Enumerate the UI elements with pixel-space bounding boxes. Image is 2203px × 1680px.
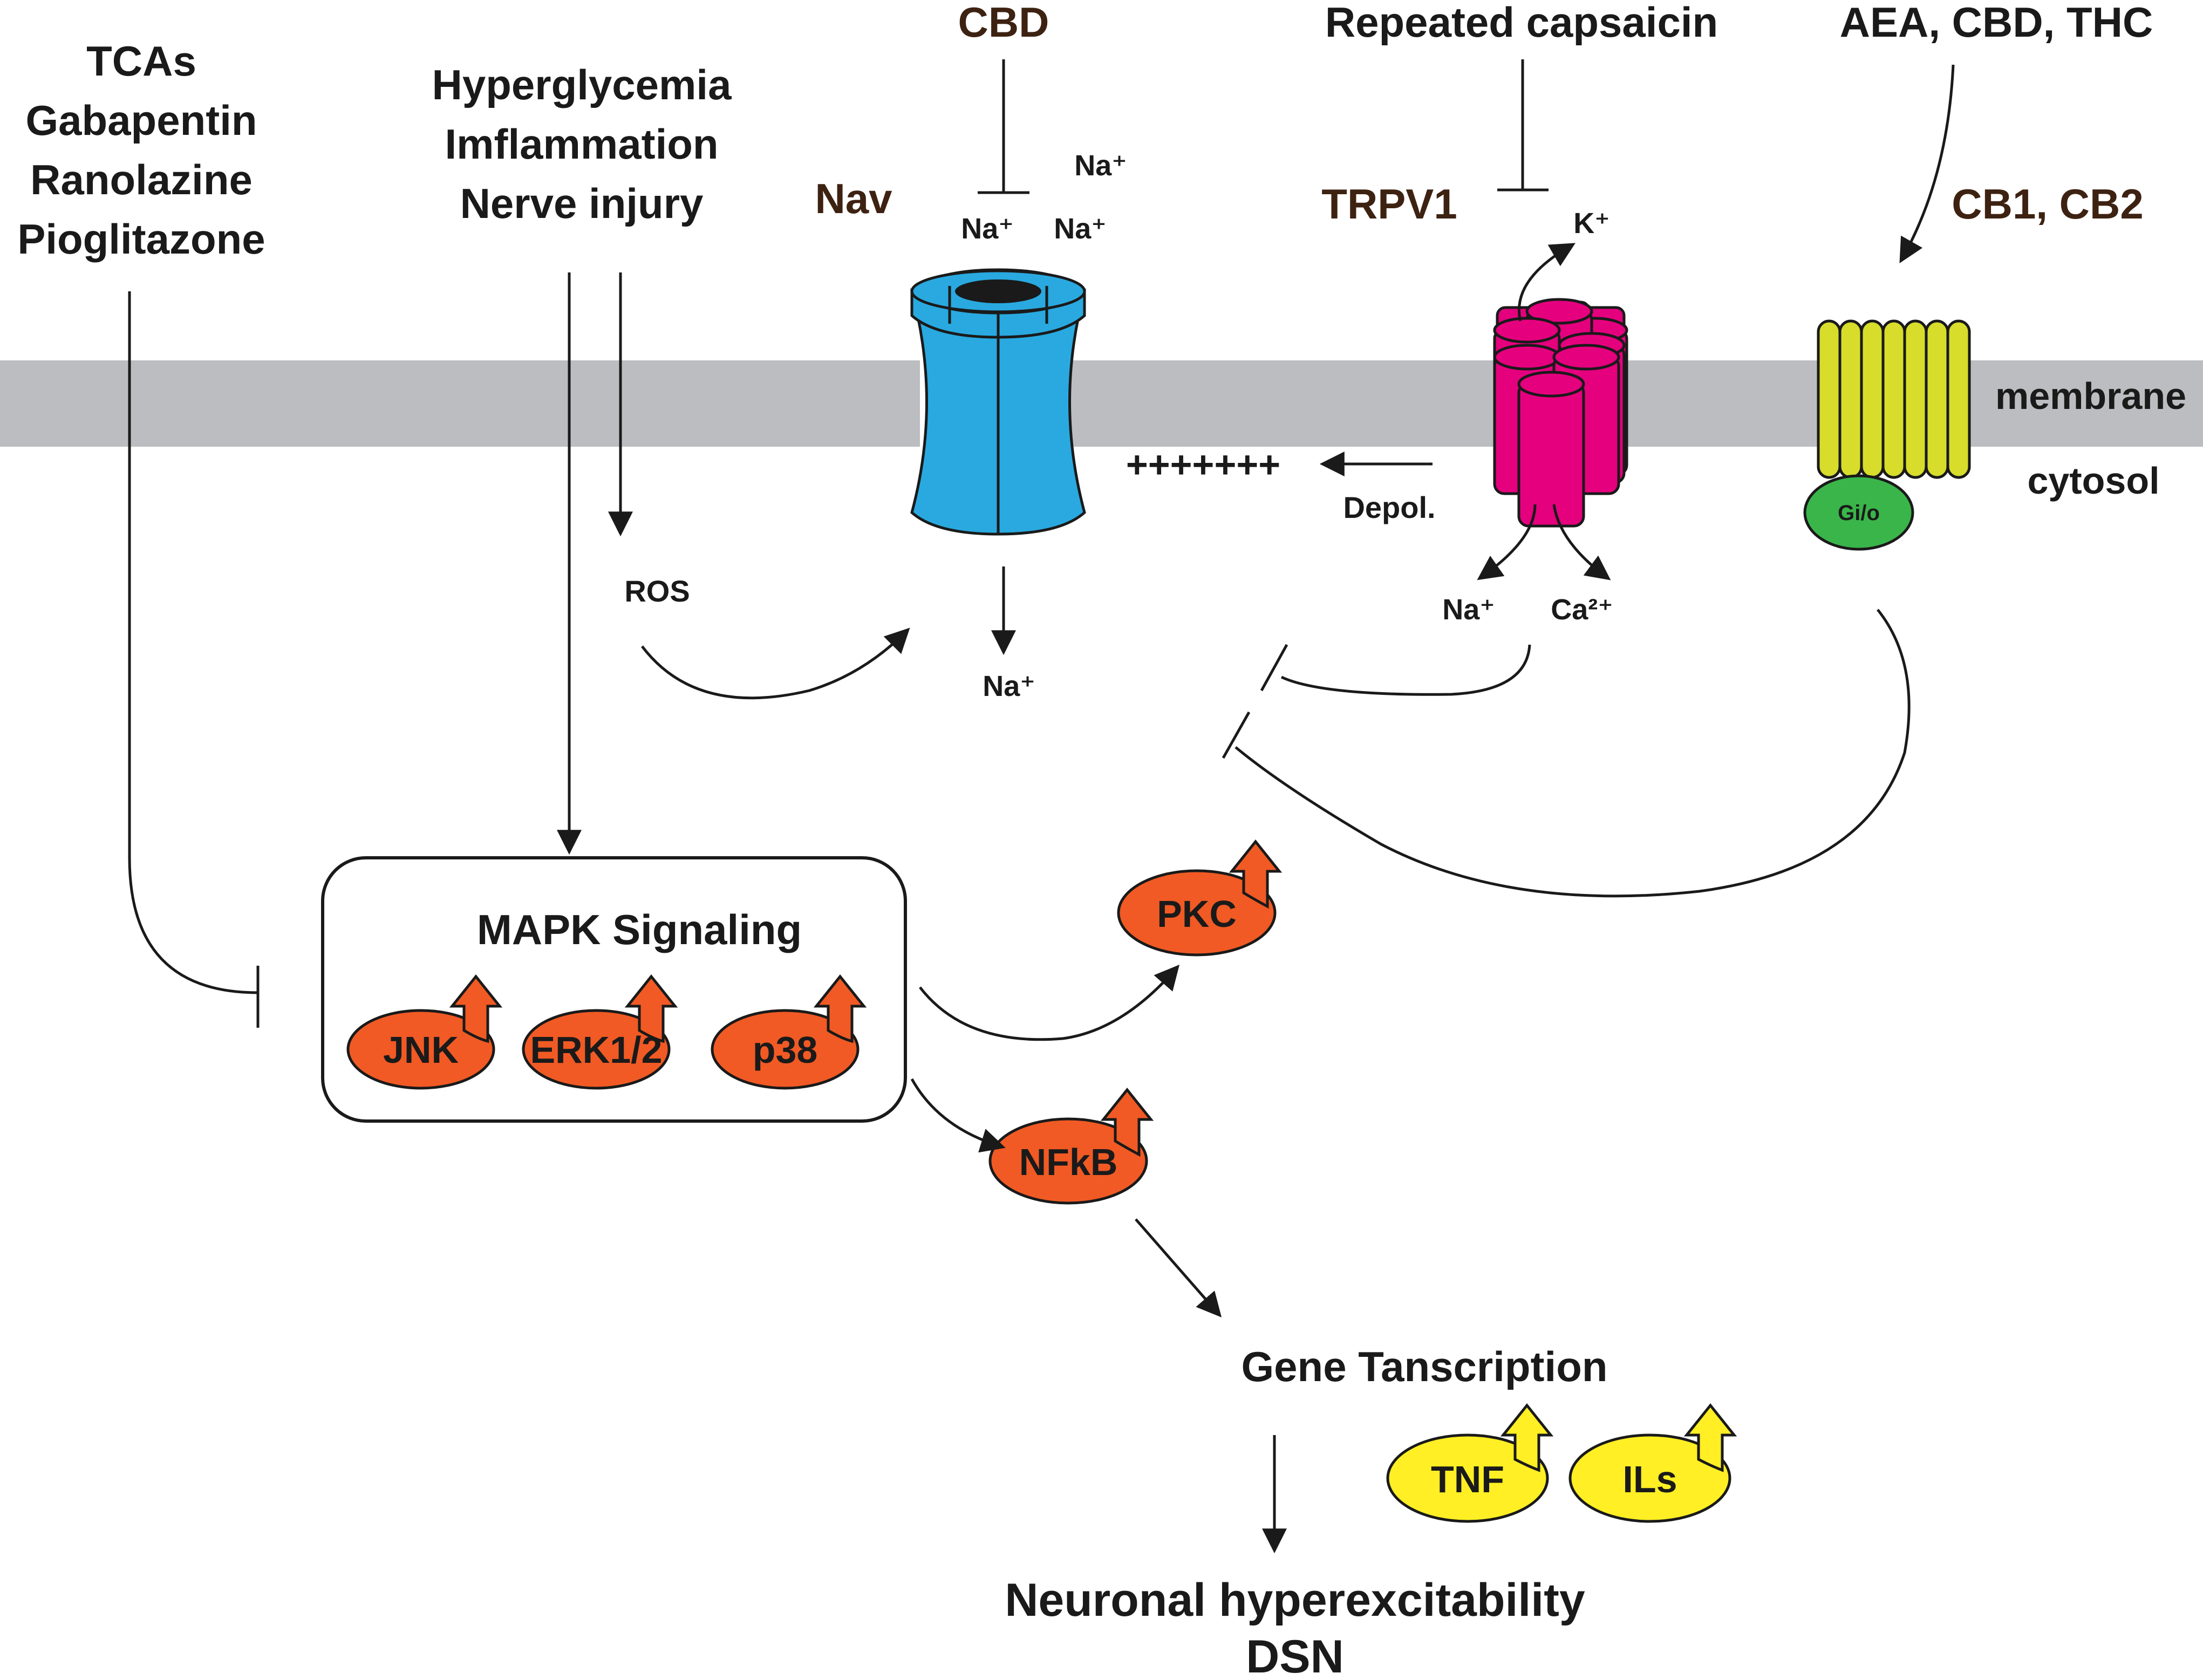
mapk-title: MAPK Signaling [477, 906, 802, 953]
cb-inhibition-curve [1235, 609, 1911, 898]
up-arrow-icon [813, 974, 867, 1043]
cb-receptor [1817, 319, 1971, 479]
p38-node: p38 [711, 1009, 860, 1090]
ion-na-top: Na⁺ [1074, 149, 1127, 182]
cbd-label: CBD [958, 0, 1049, 46]
ros-label: ROS [624, 574, 690, 608]
svg-text:PKC: PKC [1157, 893, 1237, 935]
svg-text:ILs: ILs [1622, 1458, 1677, 1500]
up-arrow-icon [1229, 839, 1283, 909]
stressor-hyperglycemia: Hyperglycemia [432, 61, 732, 108]
k-efflux-arrow [1518, 243, 1575, 322]
ligands-label: AEA, CBD, THC [1840, 0, 2153, 46]
stressor-nerve-injury: Nerve injury [460, 180, 704, 227]
membrane-label: membrane [1995, 375, 2186, 417]
gene-transcription-label: Gene Tanscription [1242, 1343, 1608, 1390]
mapk-to-pkc-arrow [919, 965, 1180, 1041]
ion-na-left: Na⁺ [961, 213, 1014, 245]
trpv1-channel [1493, 298, 1628, 528]
nfkb-to-transcription-arrow [1135, 1218, 1222, 1317]
ca-influx-trpv1-arrow [1552, 504, 1611, 581]
ion-na-trpv1: Na⁺ [1442, 593, 1495, 626]
up-arrow-icon [449, 974, 503, 1043]
ion-na-inside: Na⁺ [983, 670, 1035, 702]
repeated-capsaicin-label: Repeated capsaicin [1325, 0, 1718, 46]
svg-text:TNF: TNF [1431, 1458, 1504, 1500]
up-arrow-icon [1500, 1403, 1554, 1472]
tnf-node: TNF [1386, 1433, 1549, 1523]
ca-inhibition-curve [1280, 644, 1531, 696]
drug-ranolazine: Ranolazine [30, 156, 253, 203]
erk-node: ERK1/2 [522, 1009, 671, 1090]
gio-label: Gi/o [1838, 501, 1880, 525]
stressor-inflammation: Imflammation [445, 120, 718, 168]
up-arrow-icon [624, 974, 678, 1043]
ligands-to-cb-arrow [1899, 64, 1955, 264]
drug-pioglitazone: Pioglitazone [17, 215, 265, 263]
svg-text:NFkB: NFkB [1019, 1141, 1118, 1183]
svg-text:p38: p38 [753, 1029, 818, 1071]
membrane-band-left [0, 360, 920, 447]
membrane-band-right [1071, 360, 2203, 447]
depol-label: Depol. [1343, 490, 1435, 524]
ion-k: K⁺ [1573, 207, 1610, 240]
mapk-to-nfkb-arrow [910, 1078, 1006, 1153]
svg-text:JNK: JNK [383, 1029, 459, 1071]
up-arrow-icon [1683, 1403, 1737, 1472]
ros-to-nav-arrow [641, 627, 910, 700]
nav-label: Nav [815, 175, 892, 222]
ion-ca-trpv1: Ca²⁺ [1551, 593, 1613, 626]
outcome-dsn: DSN [1246, 1631, 1344, 1680]
depol-signs: +++++++ [1126, 443, 1280, 486]
pkc-node: PKC [1117, 869, 1277, 957]
ion-na-right: Na⁺ [1054, 213, 1107, 245]
ca-inhibition-bar [1260, 644, 1288, 692]
nav-channel [910, 268, 1086, 536]
jnk-node: JNK [346, 1009, 495, 1090]
up-arrow-icon [1100, 1087, 1154, 1157]
cb-inhibition-bar [1222, 711, 1251, 759]
nfkb-node: NFkB [988, 1117, 1148, 1205]
trpv1-label: TRPV1 [1321, 180, 1457, 228]
ils-node: ILs [1568, 1433, 1731, 1523]
na-influx-trpv1-arrow [1477, 504, 1537, 581]
cytosol-label: cytosol [2027, 460, 2159, 502]
svg-text:ERK1/2: ERK1/2 [530, 1029, 662, 1071]
outcome-hyperexcitability: Neuronal hyperexcitability [1005, 1574, 1585, 1626]
drugs-inhibition-line [128, 291, 258, 994]
cb-receptors-label: CB1, CB2 [1952, 180, 2143, 228]
drug-gabapentin: Gabapentin [25, 97, 257, 144]
drug-tcas: TCAs [86, 37, 196, 85]
gio-protein [1803, 474, 1914, 551]
mapk-box [321, 856, 907, 1123]
